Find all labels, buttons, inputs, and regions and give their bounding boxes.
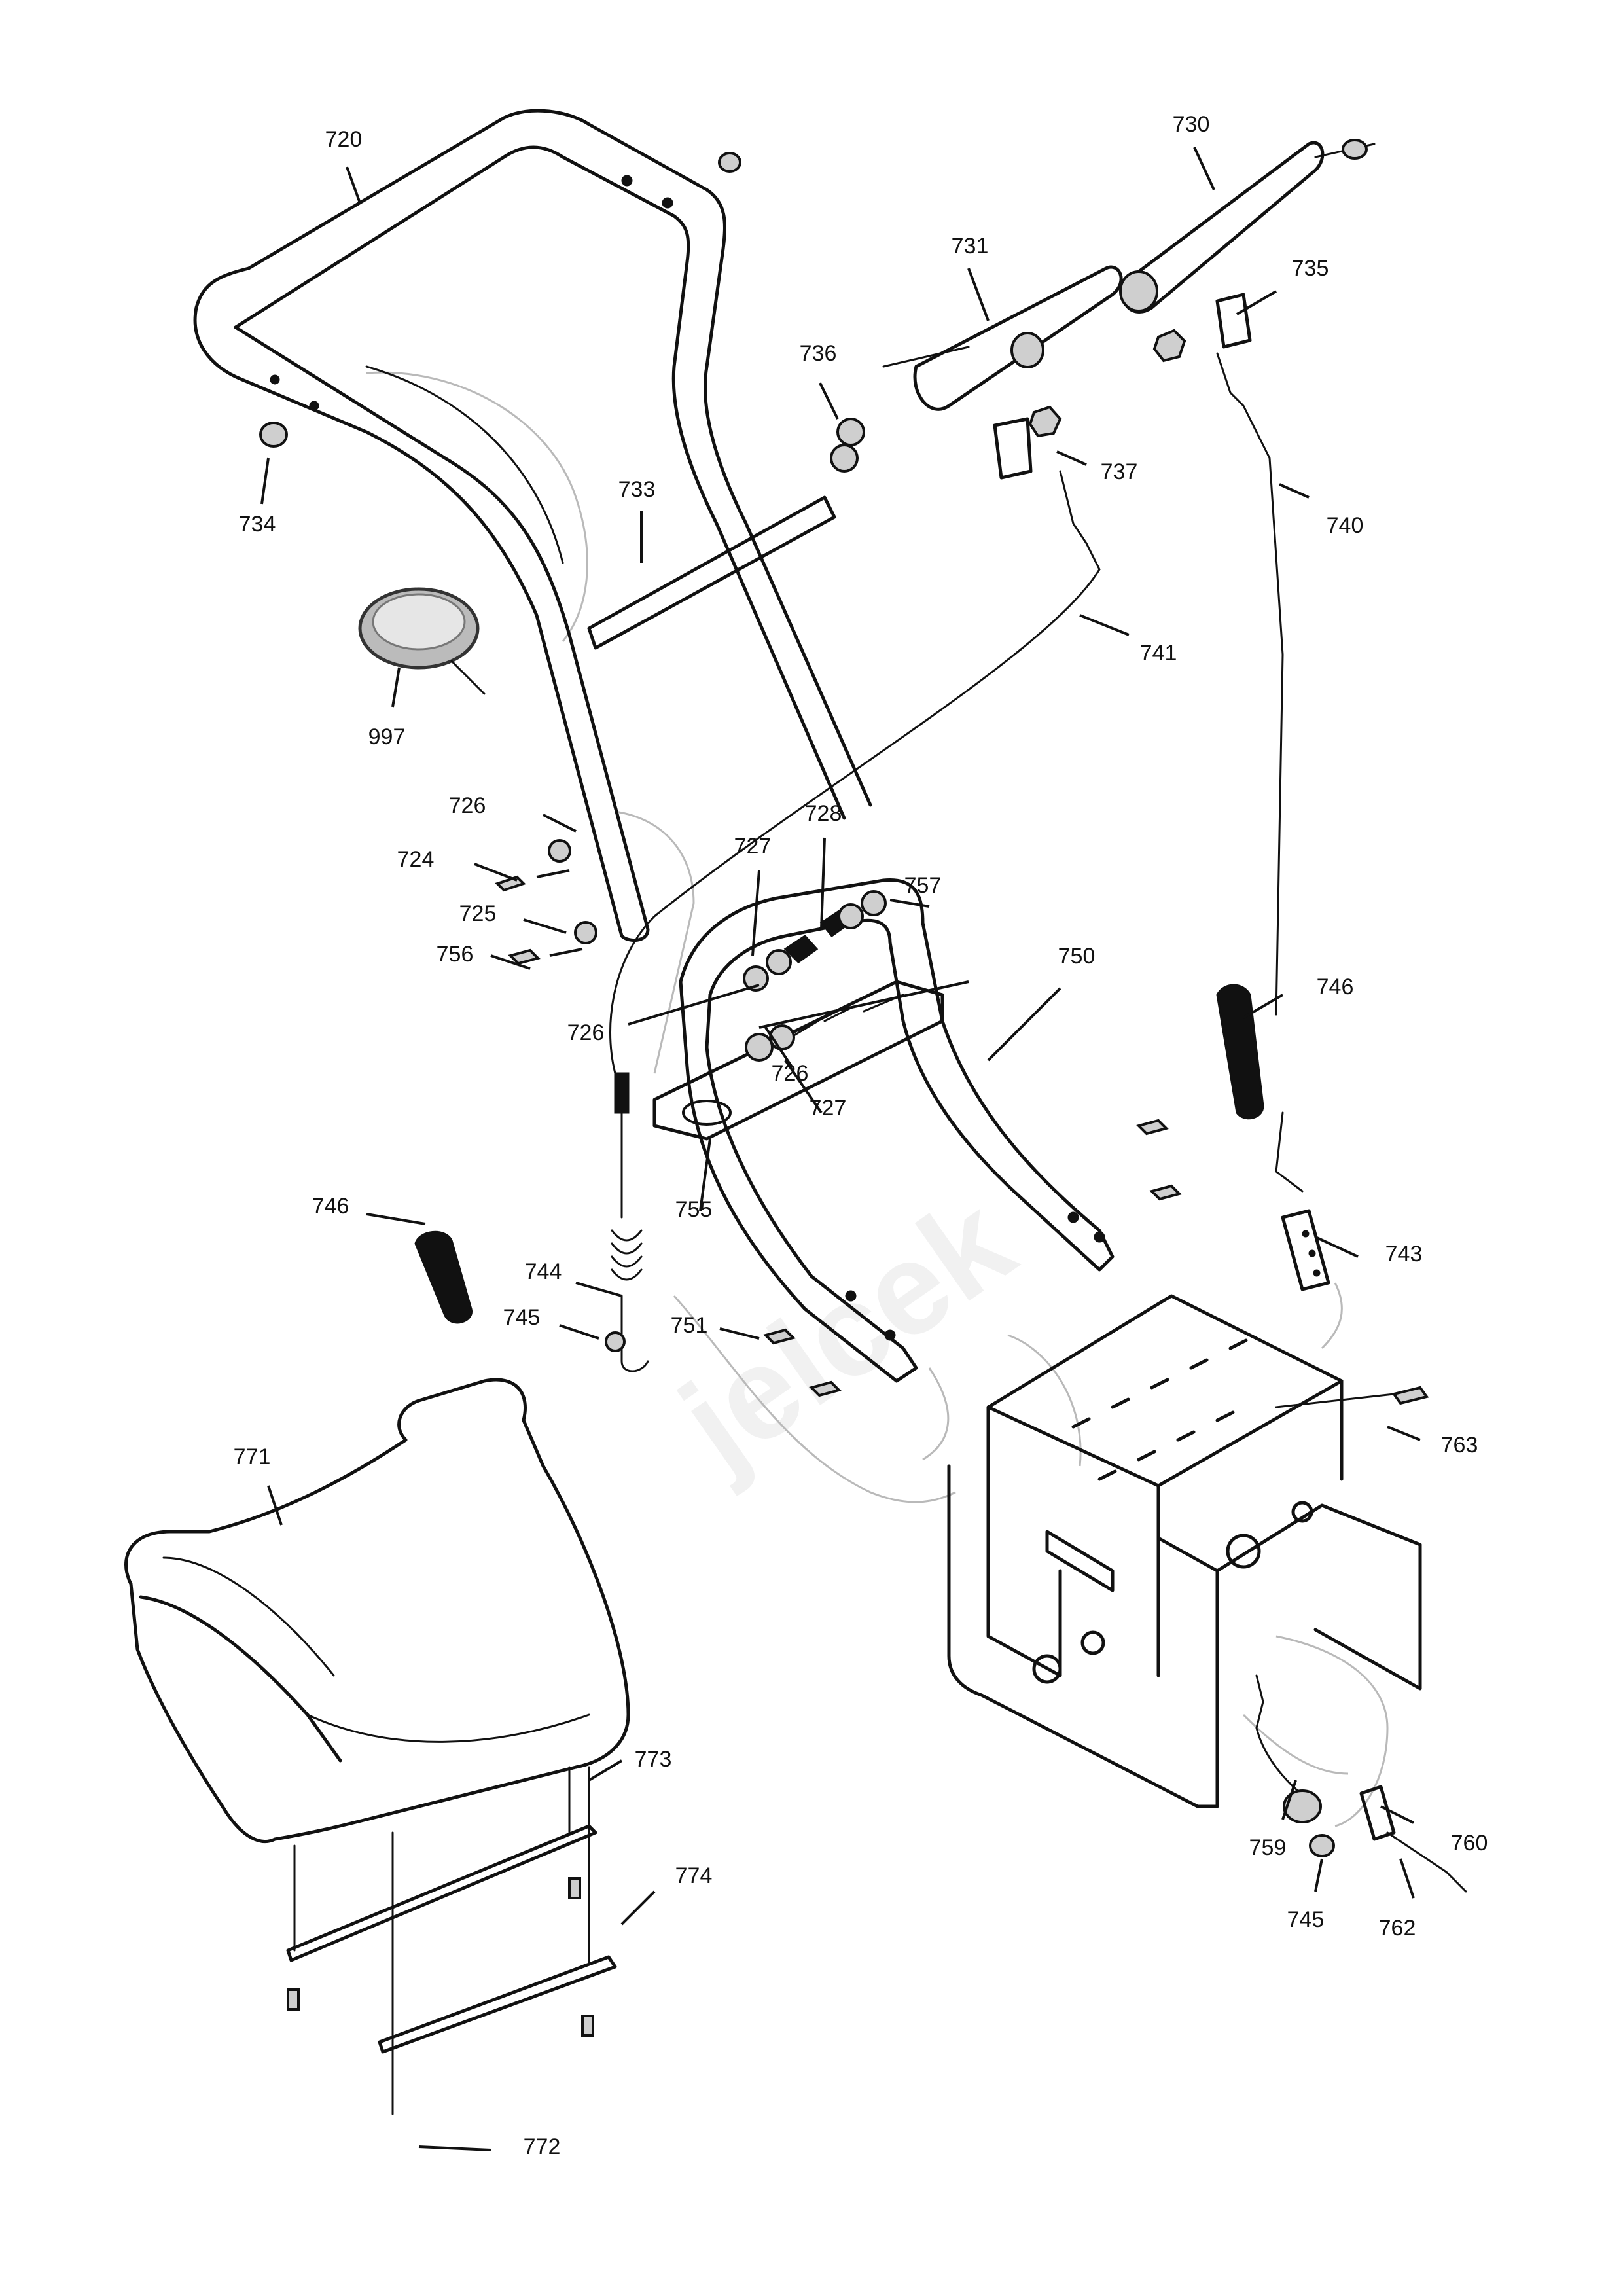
upper-handle-part xyxy=(193,109,872,942)
label-750: 750 xyxy=(1058,944,1096,969)
label-736: 736 xyxy=(800,341,837,366)
part-labels: 720 730 731 735 736 737 734 733 740 741 … xyxy=(234,112,1488,2159)
label-726b: 726 xyxy=(567,1020,605,1045)
label-760: 760 xyxy=(1451,1831,1488,1856)
shroud xyxy=(124,1378,630,1843)
label-745a: 745 xyxy=(503,1305,541,1330)
label-733: 733 xyxy=(618,477,656,502)
label-728: 728 xyxy=(805,801,842,826)
label-755: 755 xyxy=(675,1197,713,1222)
lower-handle xyxy=(679,878,1115,1383)
label-744: 744 xyxy=(525,1259,562,1284)
headlight xyxy=(358,587,486,695)
label-737: 737 xyxy=(1101,459,1138,484)
label-762: 762 xyxy=(1379,1916,1416,1941)
label-724: 724 xyxy=(397,847,435,872)
label-773: 773 xyxy=(635,1747,672,1772)
handle-cap xyxy=(718,152,741,173)
label-743: 743 xyxy=(1385,1242,1423,1266)
handle-cap xyxy=(259,422,288,448)
label-772: 772 xyxy=(524,2134,561,2159)
label-727b: 727 xyxy=(810,1096,847,1121)
label-726a: 726 xyxy=(449,793,486,818)
leader-lines xyxy=(260,147,1421,2151)
label-730: 730 xyxy=(1173,112,1210,137)
label-731: 731 xyxy=(952,234,989,259)
label-726c: 726 xyxy=(772,1061,809,1086)
label-746a: 746 xyxy=(1317,975,1354,999)
label-725: 725 xyxy=(459,901,497,926)
hardware xyxy=(495,839,1429,1408)
label-727a: 727 xyxy=(734,834,772,859)
label-735: 735 xyxy=(1292,256,1329,281)
cables xyxy=(609,352,1304,1193)
label-751: 751 xyxy=(671,1313,708,1338)
label-720: 720 xyxy=(325,127,363,152)
control-levers xyxy=(830,139,1376,480)
frame xyxy=(947,1294,1422,1808)
straps xyxy=(286,1766,617,2115)
label-763: 763 xyxy=(1441,1433,1478,1458)
label-771: 771 xyxy=(234,1444,271,1469)
label-756: 756 xyxy=(437,942,474,967)
label-745b: 745 xyxy=(1287,1907,1325,1932)
lower-right-hardware xyxy=(1255,1674,1467,1893)
bracket xyxy=(1281,1209,1330,1291)
label-997: 997 xyxy=(368,725,406,749)
label-734: 734 xyxy=(239,512,276,537)
label-759: 759 xyxy=(1249,1835,1287,1860)
label-740: 740 xyxy=(1327,513,1364,538)
grips xyxy=(414,984,1264,1324)
label-746b: 746 xyxy=(312,1194,349,1219)
misc-upper-parts xyxy=(259,152,836,695)
label-774: 774 xyxy=(675,1863,713,1888)
spring-assembly xyxy=(605,1072,649,1372)
label-757: 757 xyxy=(904,873,942,898)
label-741: 741 xyxy=(1140,641,1177,666)
shaft-rod xyxy=(587,495,836,650)
